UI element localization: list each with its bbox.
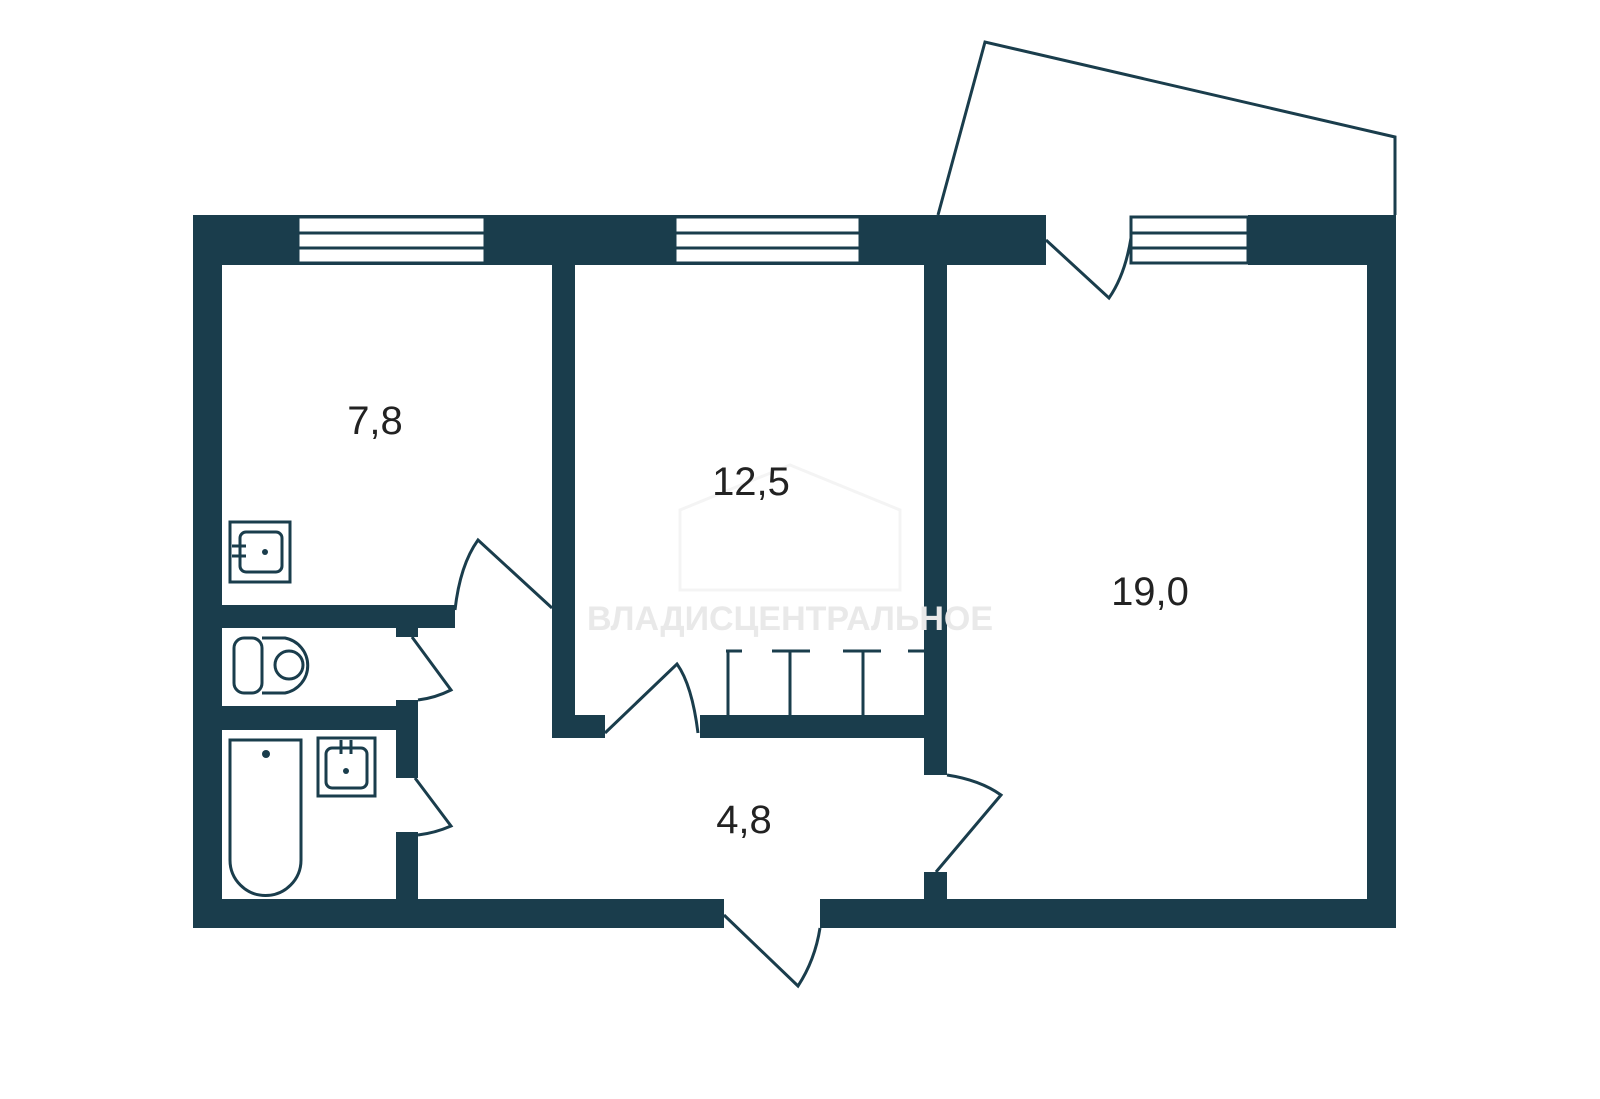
walls (193, 215, 1396, 928)
bedroom-door (603, 661, 700, 735)
bathtub-icon (228, 738, 303, 897)
balcony-outline (936, 40, 1397, 216)
watermark-logo (678, 463, 902, 592)
watermark-text: ВЛАДИСЦЕНТРАЛЬНОЕ (587, 600, 993, 638)
entrance-door (722, 913, 822, 989)
living-room-area-label: 19,0 (1111, 570, 1189, 614)
toilet-icon (232, 636, 310, 695)
bathroom-sink-icon (316, 736, 377, 798)
wardrobe (726, 649, 924, 715)
kitchen-sink-icon (228, 520, 292, 584)
kitchen-area-label: 7,8 (347, 399, 403, 443)
hallway-area-label: 4,8 (716, 798, 772, 842)
window (1129, 215, 1250, 265)
bathroom-door (413, 777, 454, 837)
living-room-door (934, 773, 1004, 873)
kitchen-door (453, 537, 554, 611)
balcony-door (1044, 237, 1133, 301)
window (673, 215, 862, 265)
toilet-door (410, 636, 454, 702)
window (296, 215, 487, 265)
bedroom-area-label: 12,5 (712, 460, 790, 504)
